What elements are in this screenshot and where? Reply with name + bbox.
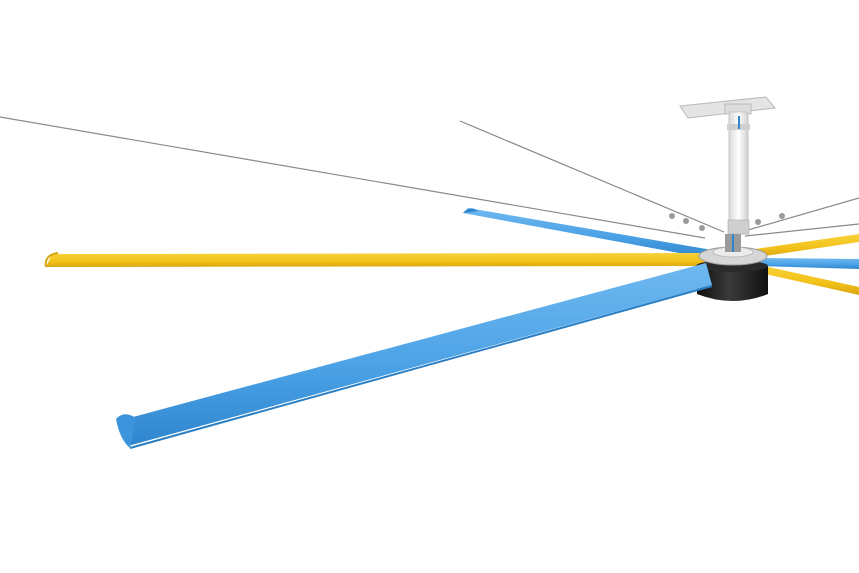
support-wires xyxy=(0,116,859,239)
support-wire-right-upper xyxy=(740,197,859,233)
downrod-lower-collar xyxy=(727,219,750,235)
support-wire-left-long xyxy=(0,116,706,239)
blade-yellow-right-upper xyxy=(755,234,859,257)
support-wire-right-lower xyxy=(744,223,859,237)
support-wire-mid xyxy=(459,120,725,233)
downrod xyxy=(727,111,750,235)
blade-blue-upper-left xyxy=(463,208,712,258)
hub xyxy=(698,234,768,266)
motor-body xyxy=(697,266,768,301)
wire-clamps xyxy=(669,213,785,231)
blade-yellow-left xyxy=(44,252,705,268)
blade-blue-right xyxy=(758,258,859,269)
blade-yellow-right-lower xyxy=(752,264,859,295)
ceiling-mount xyxy=(679,96,776,119)
blade-blue-front xyxy=(116,263,713,449)
